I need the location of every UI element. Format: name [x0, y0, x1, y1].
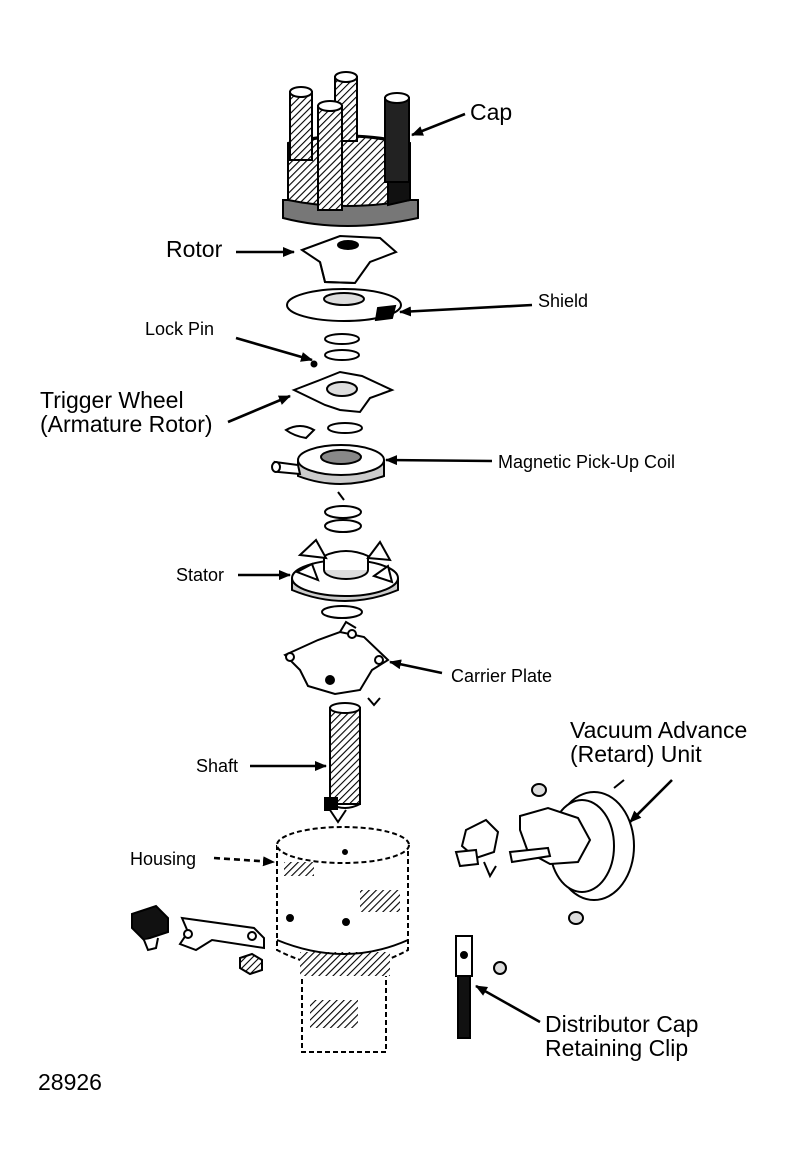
- vacuum-advance-label-line2: (Retard) Unit: [570, 741, 702, 768]
- vacuum-advance-label: Vacuum Advance (Retard) Unit: [570, 718, 747, 766]
- lock-pin-arrow: [235, 336, 313, 362]
- carrier-plate-arrow: [389, 659, 443, 675]
- retaining-clip-label-line1: Distributor Cap: [545, 1011, 699, 1037]
- trigger-wheel-label: Trigger Wheel (Armature Rotor): [40, 388, 213, 436]
- retaining-clip-part: [455, 935, 507, 1039]
- rotor-part: [299, 234, 398, 285]
- trigger-wheel-arrow: [227, 394, 291, 424]
- retaining-clip-arrow: [475, 984, 541, 1024]
- retaining-clip-label: Distributor Cap Retaining Clip: [545, 1012, 698, 1060]
- stator-part: [291, 538, 399, 619]
- shield-arrow: [399, 303, 533, 317]
- carrier-plate-label: Carrier Plate: [451, 666, 553, 686]
- vacuum-advance-label-line1: Vacuum Advance: [570, 717, 748, 743]
- connector-bracket-part: [131, 904, 265, 976]
- shield-label: Shield: [538, 291, 589, 311]
- housing-arrow: [213, 856, 275, 867]
- leader-arrows: [213, 112, 673, 1024]
- trigger-wheel-label-line1: Trigger Wheel: [40, 387, 184, 413]
- cap-arrow: [411, 112, 466, 137]
- magnetic-pickup-coil-label: Magnetic Pick-Up Coil: [498, 452, 676, 472]
- vacuum-advance-arrow: [629, 779, 673, 823]
- housing-label: Housing: [130, 849, 197, 869]
- magnetic-pickup-coil-arrow: [385, 455, 493, 466]
- cap-label: Cap: [470, 99, 513, 125]
- shaft-label: Shaft: [196, 756, 239, 776]
- housing-part: [276, 826, 410, 1053]
- stator-label: Stator: [176, 565, 225, 585]
- rotor-label: Rotor: [166, 236, 223, 262]
- carrier-plate-part: [283, 620, 390, 707]
- magnetic-pickup-coil-part: [271, 444, 385, 533]
- shaft-part: [324, 702, 361, 824]
- cap-part: [282, 71, 419, 227]
- trigger-wheel-label-line2: (Armature Rotor): [40, 411, 213, 438]
- lock-pin-part: [310, 333, 360, 368]
- shield-part: [286, 288, 402, 322]
- figure-number: 28926: [38, 1069, 102, 1095]
- vacuum-advance-part: [454, 779, 635, 925]
- trigger-wheel-part: [284, 370, 395, 440]
- lock-pin-label: Lock Pin: [145, 319, 215, 339]
- retaining-clip-label-line2: Retaining Clip: [545, 1035, 689, 1062]
